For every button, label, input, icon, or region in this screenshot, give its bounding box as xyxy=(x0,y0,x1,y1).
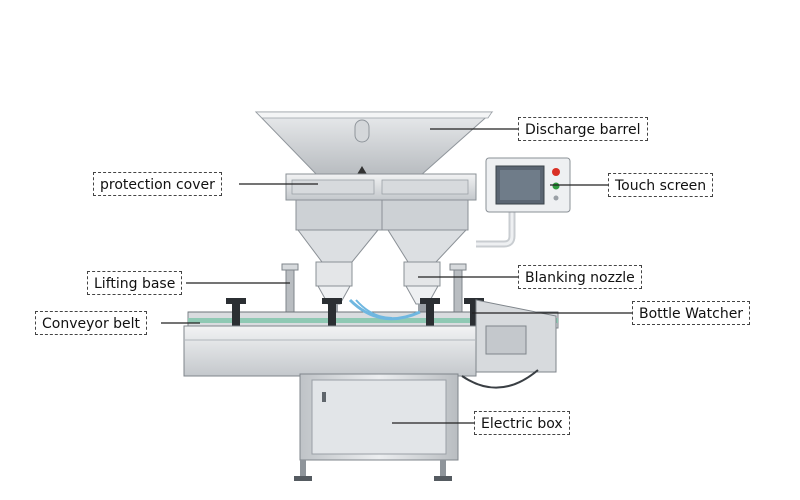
label-conveyor-belt: Conveyor belt xyxy=(35,311,148,335)
label-protection-cover: protection cover xyxy=(93,172,222,196)
label-discharge-barrel: Discharge barrel xyxy=(518,117,648,141)
power-cable xyxy=(461,369,539,389)
label-bottle-watcher: Bottle Watcher xyxy=(632,301,751,325)
label-touch-screen: Touch screen xyxy=(608,173,714,197)
machine-body xyxy=(183,299,557,377)
protection-cover xyxy=(285,173,477,231)
label-blanking-nozzle: Blanking nozzle xyxy=(518,265,642,289)
counting-funnels xyxy=(297,229,468,287)
discharge-barrel xyxy=(254,111,494,177)
touch-screen-arm xyxy=(476,208,516,248)
lifting-base xyxy=(281,263,467,317)
conveyor-belt xyxy=(187,311,559,329)
label-electric-box: Electric box xyxy=(474,411,570,435)
machine-feet xyxy=(294,460,452,481)
electric-box xyxy=(299,373,459,461)
label-lifting-base: Lifting base xyxy=(87,271,183,295)
touch-screen xyxy=(485,157,571,213)
